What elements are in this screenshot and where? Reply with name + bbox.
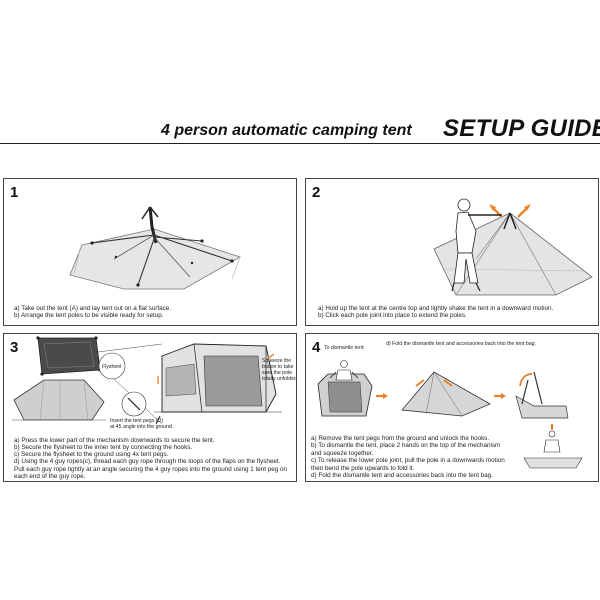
dismantle-label: To dismantle tent:: [324, 345, 365, 351]
step-3-instruction-a: a) Press the lower part of the mechanism…: [14, 437, 215, 444]
guide-header: 4 person automatic camping tent SETUP GU…: [0, 112, 600, 144]
step-1-instruction-b: b) Arrange the tent poles to be visible …: [14, 312, 164, 319]
step-4-illustration: [317, 360, 583, 469]
product-subtitle: 4 person automatic camping tent: [161, 122, 412, 139]
step-3-instruction-b: b) Secure the flysheet to the inner tent…: [14, 444, 193, 451]
header-rule: [0, 143, 600, 145]
step-3-panel: 3 Flysheet Squeeze the button to take su…: [3, 333, 297, 482]
step-4-instruction-d: d) Fold the dismantle tent and accessori…: [311, 472, 494, 479]
pegs-label-1: Insert the tent pegs (D): [110, 418, 164, 424]
step-2-instruction-b: b) Click each pole joint into place to e…: [318, 312, 467, 319]
step-3-illustration: [12, 336, 282, 425]
step-2-number: 2: [312, 184, 321, 201]
step-4-instruction-a: a) Remove the tent pegs from the ground …: [311, 435, 490, 442]
step-2-illustration: [433, 198, 593, 296]
squeeze-label-2: button to take: [262, 364, 294, 370]
guide-title: SETUP GUIDE: [443, 115, 600, 142]
squeeze-label-3: sure the pole: [262, 370, 292, 376]
flysheet-label: Flysheet: [102, 364, 122, 370]
step-4-instruction-b: b) To dismantle the tent, place 2 hands …: [311, 442, 501, 457]
step-2-panel: 2 a) Hold up the tent at the centre top …: [305, 178, 599, 326]
step-2-instruction-a: a) Hold up the tent at the centre top an…: [318, 305, 554, 312]
step-1-illustration: [69, 206, 241, 290]
step-4-instruction-c: c) To release the lower pole joint, pull…: [311, 457, 505, 472]
step-1-number: 1: [10, 184, 19, 201]
step-3-number: 3: [10, 339, 19, 356]
pegs-label-2: at 45 angle into the ground.: [110, 424, 174, 430]
step-1-panel: 1 a) Take out the tent (A) and lay tent …: [3, 178, 297, 326]
step-4-number: 4: [312, 339, 321, 356]
step-3-instruction-c: c) Secure the flysheet to the ground usi…: [14, 451, 169, 458]
step-1-instruction-a: a) Take out the tent (A) and lay tent ou…: [14, 305, 172, 312]
step-4-panel: 4 To dismantle tent: d) Fold the dismant…: [305, 333, 599, 482]
squeeze-label-4: totally unfolded: [262, 376, 297, 382]
step-3-instruction-d: d) Using the 4 guy ropes(c), thread each…: [14, 458, 288, 481]
fold-label: d) Fold the dismantle tent and accessori…: [386, 341, 536, 347]
squeeze-label-1: Squeeze the: [262, 358, 292, 364]
